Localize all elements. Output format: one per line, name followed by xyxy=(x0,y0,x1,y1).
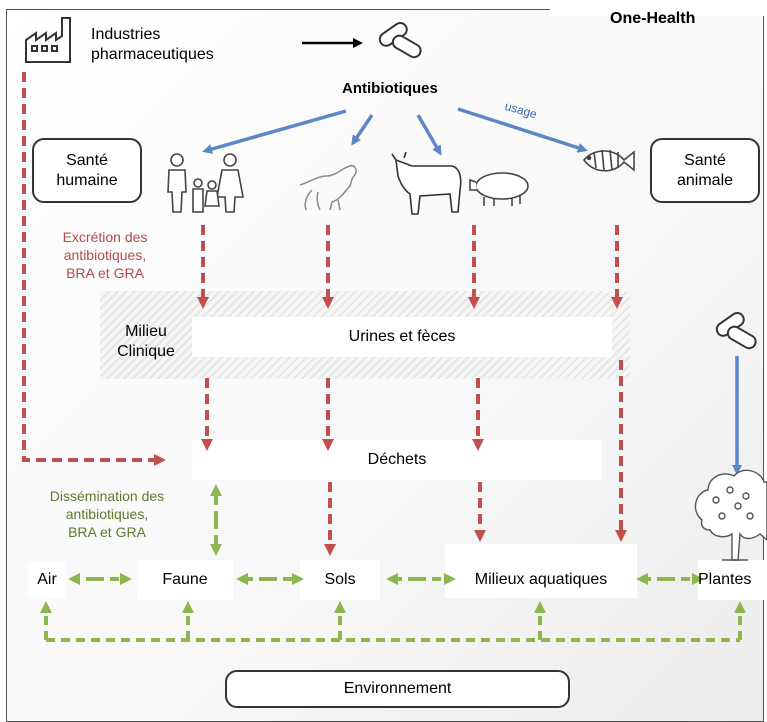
sols-box xyxy=(300,560,380,600)
plants-box xyxy=(698,560,766,600)
industry-label: Industries pharmaceutiques xyxy=(91,26,214,63)
family-icon xyxy=(167,153,244,213)
frame-gap xyxy=(550,2,767,16)
plants-label: Plantes xyxy=(698,571,752,588)
sols-label: Sols xyxy=(324,571,356,588)
arrow-to-dog xyxy=(351,114,374,146)
factory-icon xyxy=(25,17,71,63)
waste-label: Déchets xyxy=(367,451,427,468)
fish-icon xyxy=(582,149,635,172)
antibiotics-label: Antibiotiques xyxy=(342,80,438,97)
aquatic-box xyxy=(445,544,637,598)
diagram-title: One-Health xyxy=(610,10,696,27)
waste-box xyxy=(192,440,602,480)
tree-icon xyxy=(694,469,767,561)
air-box xyxy=(28,562,66,598)
faune-label: Faune xyxy=(162,571,208,588)
pills-icon-plants xyxy=(715,312,757,350)
faune-box xyxy=(137,560,233,600)
animal-health-box: Santé animale xyxy=(650,138,760,203)
dog-icon xyxy=(299,164,357,211)
pills-icon xyxy=(378,22,422,59)
arrow-to-fish xyxy=(457,107,588,153)
urine-box xyxy=(192,317,612,357)
excretion-label: Excrétion des antibiotiques, BRA et GRA xyxy=(62,229,148,281)
cow-icon xyxy=(391,151,462,215)
human-health-box: Santé humaine xyxy=(32,138,142,203)
environment-box: Environnement xyxy=(225,670,570,708)
air-label: Air xyxy=(37,571,57,588)
aquatic-label: Milieux aquatiques xyxy=(474,571,608,588)
clinical-label: Milieu Clinique xyxy=(117,323,175,360)
urine-label: Urines et fèces xyxy=(348,328,456,345)
arrow-to-human xyxy=(202,109,347,154)
dissemination-label: Dissémination des antibiotiques, BRA et … xyxy=(49,488,165,540)
pig-icon xyxy=(469,172,529,206)
industry-to-waste xyxy=(22,72,166,466)
arrow-to-livestock xyxy=(416,114,442,156)
